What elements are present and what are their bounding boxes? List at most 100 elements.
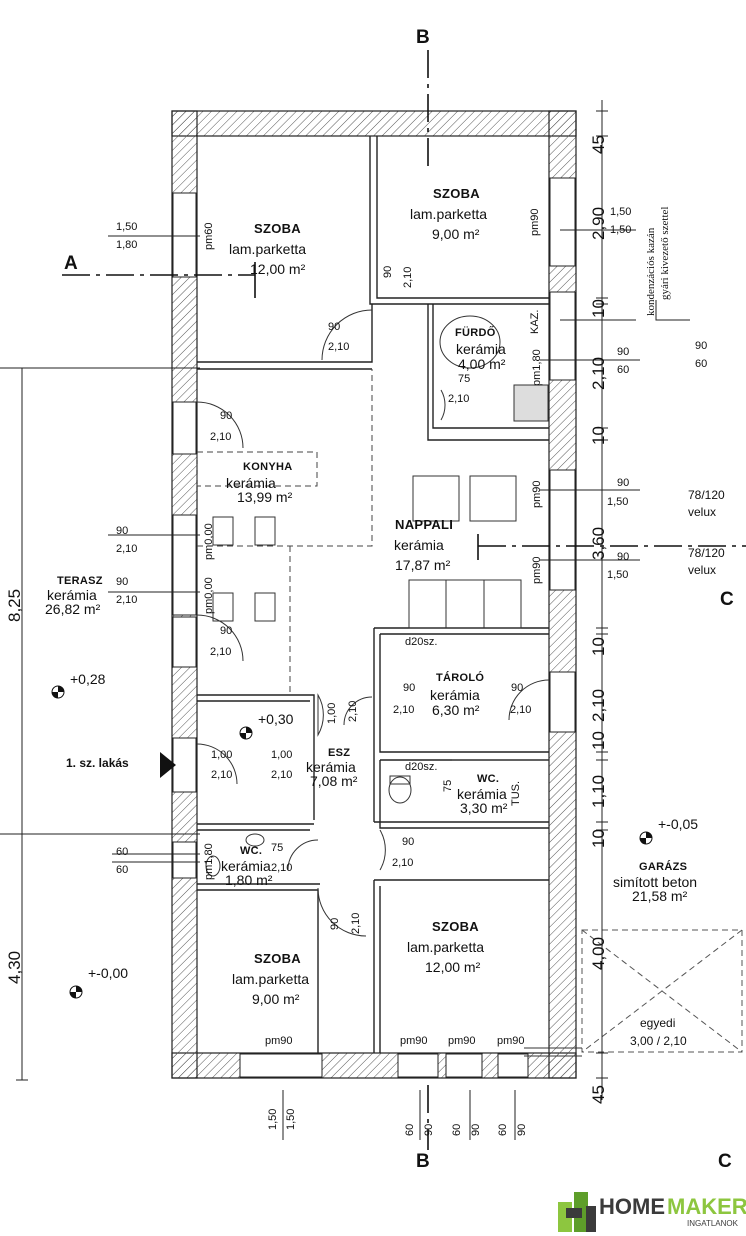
- room-material-szoba-nw: lam.parketta: [229, 241, 307, 257]
- opening-90-bottom-a: 90: [423, 1123, 435, 1136]
- opening-210-szoba-sw: 2,10: [350, 912, 362, 934]
- opening-90-szoba-nw: 90: [328, 321, 341, 333]
- note-egyedi: egyedi: [640, 1016, 676, 1030]
- note-kazan-1: kondenzációs kazán: [645, 227, 657, 316]
- dim-right-10-e: 10: [589, 829, 608, 848]
- opening-90-garazs: 90: [511, 682, 524, 694]
- section-b-bottom: B: [416, 1151, 430, 1172]
- section-b-top: B: [416, 27, 430, 48]
- section-a: A: [64, 253, 78, 274]
- velux-label-2: velux: [688, 563, 717, 577]
- opening-180-nw: 1,80: [116, 239, 138, 251]
- entrance-arrow-icon: [160, 752, 176, 778]
- kitchen-outline: [196, 369, 373, 695]
- opening-75-furdo: 75: [458, 373, 471, 385]
- section-c-bottom: C: [718, 1151, 732, 1172]
- opening-90-nappali-a: 90: [617, 477, 630, 489]
- room-material-esz: kerámia: [306, 759, 356, 775]
- room-name-terasz: TERASZ: [57, 575, 103, 587]
- room-name-szoba-ne: SZOBA: [433, 186, 480, 201]
- opening-pm90-s3: pm90: [497, 1035, 525, 1047]
- level-garazs: +-0,05: [658, 816, 699, 832]
- opening-pm90-nappali-a: pm90: [531, 480, 543, 508]
- opening-pm60: pm60: [203, 222, 215, 250]
- tus-label: TUS.: [510, 780, 522, 806]
- opening-pm180-furdo: pm1,80: [531, 349, 543, 386]
- opening-90-szoba-sw: 90: [329, 917, 341, 930]
- opening-pm90-nappali-b: pm90: [531, 556, 543, 584]
- opening-210-wc-sw: 2,10: [271, 862, 293, 874]
- furniture: [205, 315, 549, 877]
- room-area-esz: 7,08 m²: [310, 773, 358, 789]
- room-name-wc-sw: WC.: [240, 845, 263, 857]
- room-name-furdo: FÜRDŐ: [455, 327, 496, 339]
- room-area-szoba-nw: 12,00 m²: [250, 261, 306, 277]
- opening-d20-wc: d20sz.: [405, 761, 438, 773]
- opening-150-bottom-a: 1,50: [267, 1108, 279, 1130]
- room-material-szoba-se: lam.parketta: [407, 939, 485, 955]
- opening-210-esz: 2,10: [347, 700, 359, 722]
- opening-100-entry: 1,00: [211, 749, 233, 761]
- room-material-nappali: kerámia: [394, 537, 444, 553]
- opening-60-bottom-b: 60: [451, 1123, 463, 1136]
- opening-90-szoba-ne: 90: [382, 265, 394, 278]
- opening-60-ext: 60: [695, 358, 708, 370]
- opening-210-terasz-b: 2,10: [116, 594, 138, 606]
- room-material-furdo: kerámia: [456, 341, 506, 357]
- opening-90-bottom-b: 90: [470, 1123, 482, 1136]
- room-name-szoba-se: SZOBA: [432, 919, 479, 934]
- dim-right-1-10: 1,10: [589, 774, 608, 808]
- opening-150-nappali-a: 1,50: [607, 496, 629, 508]
- opening-210-entry: 2,10: [211, 769, 233, 781]
- opening-90-bottom-c: 90: [516, 1123, 528, 1136]
- opening-210-tarolo: 2,10: [393, 704, 415, 716]
- opening-210-szoba-ne: 2,10: [402, 266, 414, 288]
- room-area-nappali: 17,87 m²: [395, 557, 451, 573]
- dim-right-10-d: 10: [589, 731, 608, 750]
- opening-pm000-a: pm0,00: [203, 523, 215, 560]
- room-name-szoba-nw: SZOBA: [254, 221, 301, 236]
- opening-90-tarolo: 90: [403, 682, 416, 694]
- opening-60-kaz: 60: [617, 364, 630, 376]
- opening-90-szoba-se: 90: [402, 836, 415, 848]
- dim-right-4-00: 4,00: [589, 936, 608, 970]
- velux-size-1: 78/120: [688, 488, 725, 502]
- room-area-tarolo: 6,30 m²: [432, 702, 480, 718]
- opening-150-nappali-b: 1,50: [607, 569, 629, 581]
- dim-left-8-25: 8,25: [5, 588, 24, 622]
- opening-90-konyha: 90: [220, 410, 233, 422]
- room-area-wc-sw: 1,80 m²: [225, 872, 273, 888]
- logo-home: HOME: [599, 1194, 665, 1219]
- opening-90-ext: 90: [695, 340, 708, 352]
- homemaker-logo: HOME MAKER INGATLANOK: [555, 1188, 746, 1234]
- room-area-furdo: 4,00 m²: [458, 356, 506, 372]
- room-material-konyha: kerámia: [226, 475, 276, 491]
- dim-right-2-10-b: 2,10: [589, 688, 608, 722]
- room-material-wc-sw: kerámia: [221, 858, 271, 874]
- dimension-lines: [0, 100, 690, 1140]
- homemaker-logo-icon: [558, 1192, 596, 1232]
- dim-right-10-c: 10: [589, 637, 608, 656]
- entrance-label: 1. sz. lakás: [66, 756, 129, 770]
- opening-60-wc-b: 60: [116, 864, 129, 876]
- dim-right-10-a: 10: [589, 299, 608, 318]
- room-material-szoba-sw: lam.parketta: [232, 971, 310, 987]
- velux-label-1: velux: [688, 505, 717, 519]
- level-ground: +-0,00: [88, 965, 129, 981]
- level-esz: +0,30: [258, 711, 294, 727]
- opening-75-wc-sw: 75: [271, 842, 284, 854]
- room-area-szoba-sw: 9,00 m²: [252, 991, 300, 1007]
- room-name-wc-mid: WC.: [477, 773, 500, 785]
- dim-right-45-top: 45: [589, 135, 608, 154]
- opening-150-bottom-b: 1,50: [285, 1108, 297, 1130]
- room-material-garazs: simított beton: [613, 874, 698, 890]
- logo-sub: INGATLANOK: [687, 1219, 738, 1228]
- room-name-esz: ESZ: [328, 747, 351, 759]
- opening-100-esz: 1,00: [326, 702, 338, 724]
- opening-210-konyha-b: 2,10: [210, 646, 232, 658]
- room-area-szoba-se: 12,00 m²: [425, 959, 481, 975]
- opening-pm000-b: pm0,00: [203, 577, 215, 614]
- opening-150-ne-a: 1,50: [610, 206, 632, 218]
- logo-maker: MAKER: [667, 1194, 746, 1219]
